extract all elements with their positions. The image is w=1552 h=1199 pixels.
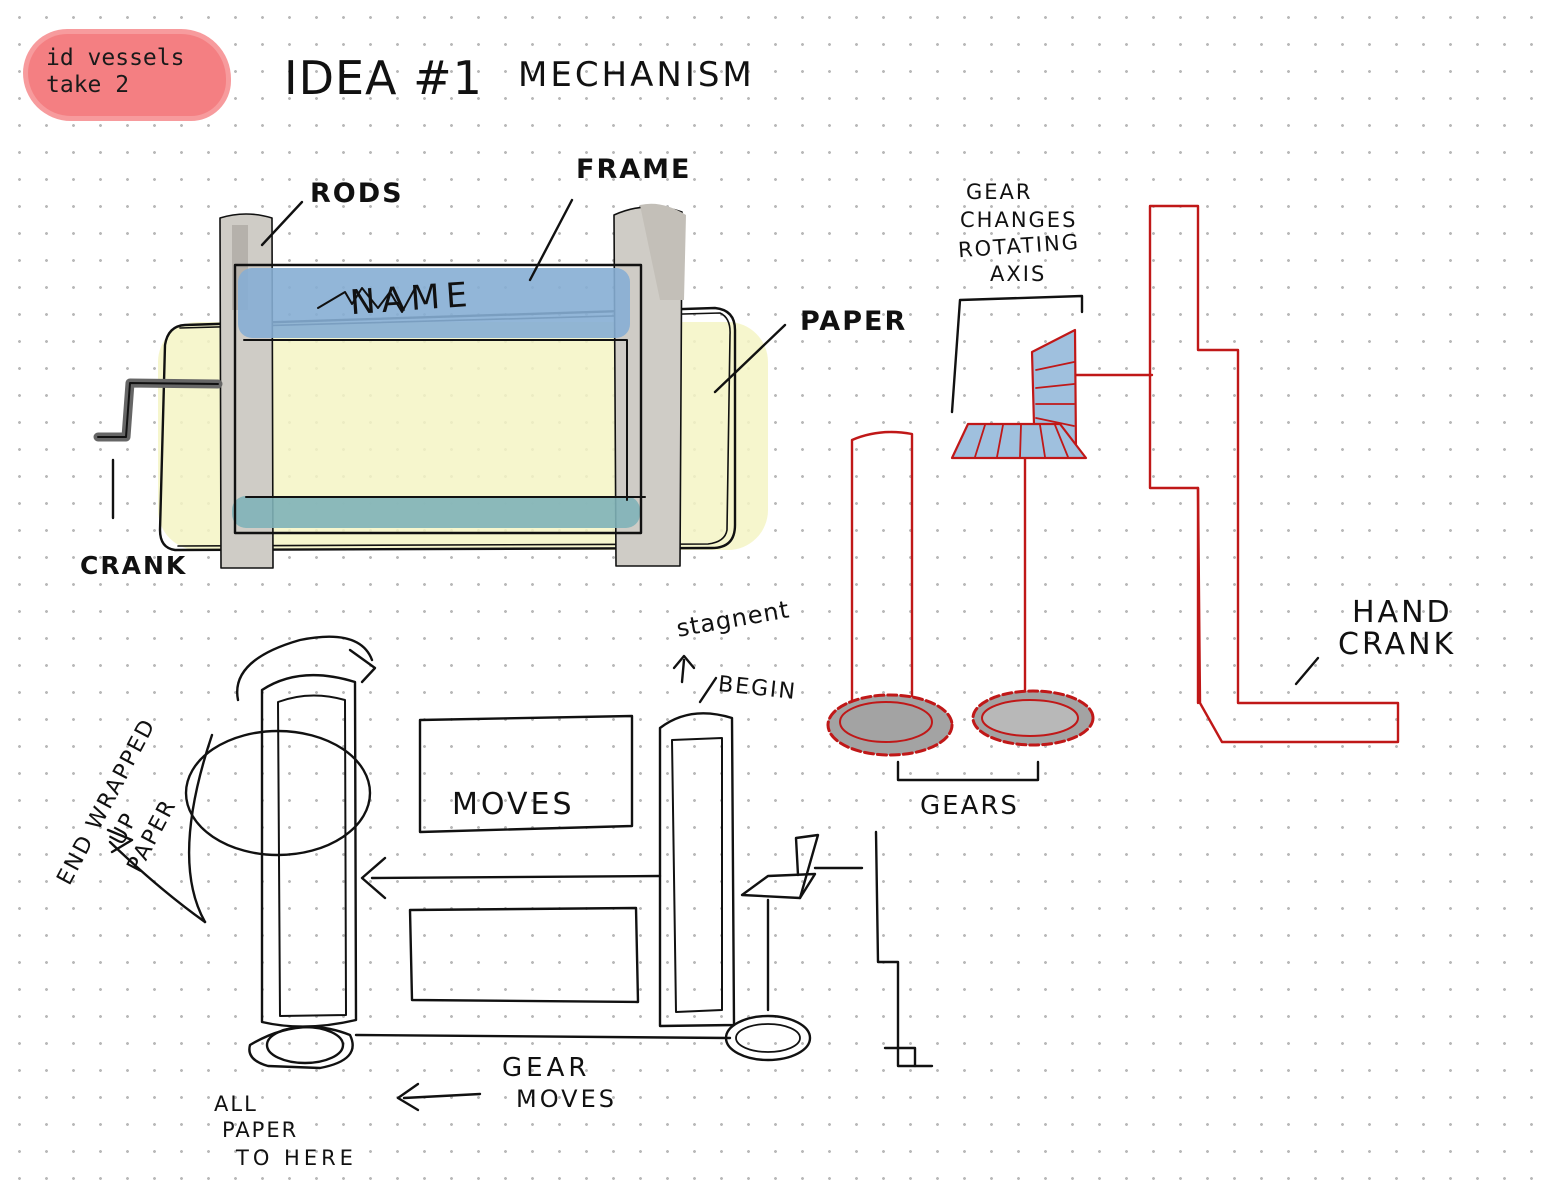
small-hand-crank	[874, 830, 934, 1068]
end-wrap-arrow	[106, 828, 134, 854]
paper-leader	[713, 323, 787, 394]
right-rod-bottom	[658, 712, 736, 1028]
frame-inner-line	[243, 339, 628, 501]
wrap-loop-top	[235, 635, 374, 702]
moving-arrow-line	[370, 874, 662, 880]
title-topic: MECHANISM	[518, 55, 755, 95]
tag-line-1: id vessels	[46, 45, 185, 71]
small-vertical-gear	[794, 833, 820, 900]
label-moves: MOVES	[452, 787, 575, 822]
label-hand-crank-1: HAND	[1352, 595, 1453, 630]
right-rod-bottom-inner	[671, 737, 723, 1013]
small-bevel-gear	[740, 872, 817, 900]
label-gear-changes-2: CHANGES	[960, 208, 1078, 232]
right-rod-shade	[640, 203, 686, 300]
rods-leader	[260, 200, 304, 247]
end-wrap-leader	[108, 840, 207, 924]
right-bottom-gear-inner	[735, 1023, 801, 1053]
left-rod-bottom-inner	[277, 694, 347, 1017]
wrapped-paper-ellipse	[184, 729, 372, 857]
begin-arrow	[698, 676, 718, 704]
tag-line-2: take 2	[46, 72, 130, 98]
frame-outline	[233, 263, 643, 535]
label-rods: RODS	[310, 178, 404, 209]
paper-outline	[158, 306, 737, 552]
label-all-paper-3: TO HERE	[236, 1146, 357, 1170]
left-bottom-gear-inner	[265, 1025, 345, 1065]
right-bottom-gear	[724, 1014, 812, 1062]
left-cylinder	[850, 430, 914, 722]
horizontal-bevel-gear	[950, 422, 1088, 460]
hand-crank-shape	[1148, 204, 1400, 744]
left-gear-inner	[839, 701, 933, 743]
label-paper: PAPER	[800, 306, 908, 337]
label-gears: GEARS	[920, 791, 1019, 821]
label-all-paper-2: PAPER	[222, 1118, 299, 1142]
bevel-teeth	[974, 361, 1075, 458]
left-gear	[826, 693, 954, 757]
paper-outline-inner	[177, 312, 731, 547]
gear-moves-arrow-line	[402, 1092, 482, 1100]
left-rod-bottom	[260, 673, 358, 1028]
wrap-arrow	[348, 648, 377, 684]
frame-leader	[528, 198, 574, 282]
label-crank: CRANK	[80, 551, 188, 580]
stagnent-arrow-head	[672, 654, 696, 670]
small-hand-crank-foot	[883, 1046, 917, 1068]
moving-arrow-head	[360, 856, 387, 900]
frame-top-bar	[238, 268, 630, 338]
tag-label: id vessels take 2	[46, 45, 184, 99]
tag-highlight	[28, 34, 226, 116]
name-scribble	[317, 287, 415, 313]
moving-sheet-top	[418, 714, 634, 834]
moving-sheet-bottom	[408, 906, 640, 1004]
label-frame: FRAME	[576, 154, 692, 185]
title-idea: IDEA #1	[284, 51, 483, 105]
label-gear-changes-1: GEAR	[966, 180, 1033, 204]
hand-crank-leader	[1294, 656, 1320, 686]
crank-handle	[97, 382, 219, 438]
wrap-curve	[187, 733, 214, 924]
gear-moves-arrow-head	[396, 1082, 420, 1112]
gear-bracket	[950, 294, 1084, 414]
label-all-paper-1: ALL	[214, 1092, 258, 1116]
label-hand-crank-2: CRANK	[1338, 627, 1457, 662]
label-gear-moves-2: MOVES	[516, 1085, 617, 1113]
right-gear-inner	[981, 699, 1079, 737]
stagnent-arrow	[680, 658, 686, 684]
gears-bracket	[896, 760, 1040, 782]
label-gear-changes-4: AXIS	[990, 262, 1047, 286]
gear-connector	[354, 1033, 732, 1040]
label-gear-moves-1: GEAR	[502, 1053, 591, 1083]
frame-bottom-bar	[232, 496, 640, 528]
